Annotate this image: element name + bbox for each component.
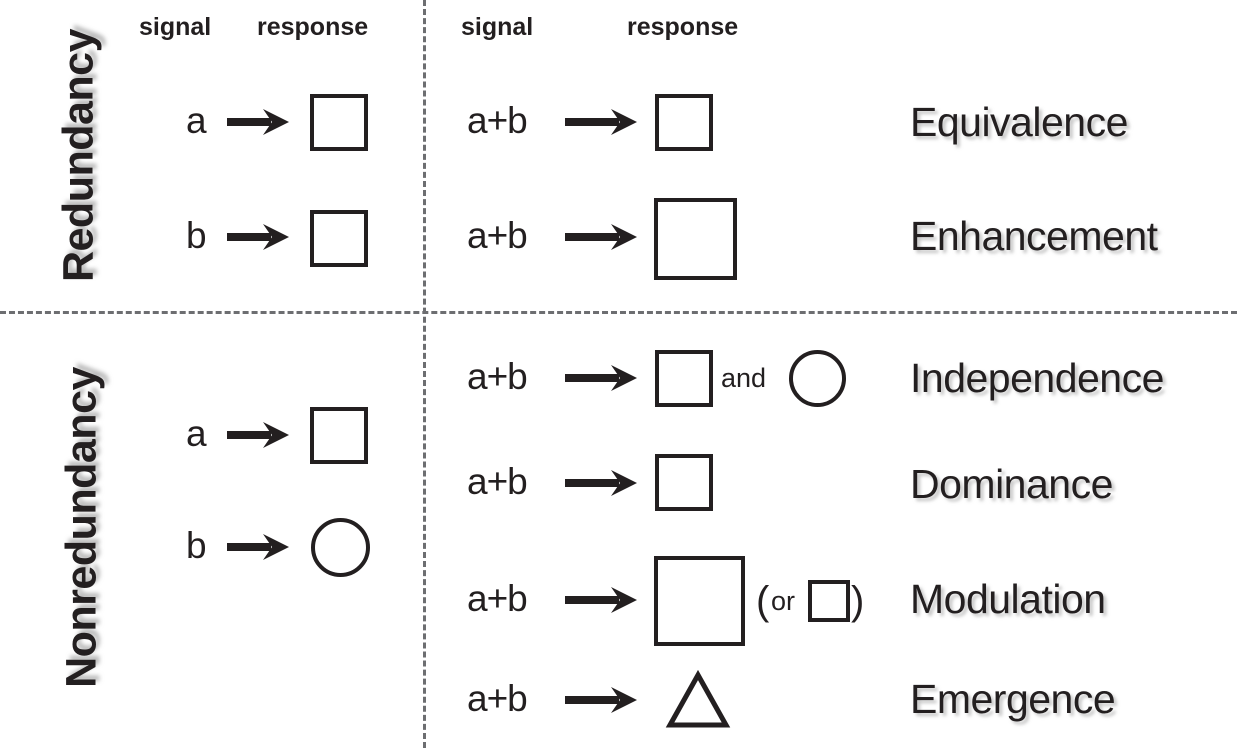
header-left-signal: signal	[139, 13, 212, 41]
response-shape-square	[310, 407, 368, 464]
signal-label: a+b	[467, 578, 528, 619]
arrow-right-icon	[227, 532, 289, 562]
outcome-label-modulation: Modulation	[910, 576, 1106, 622]
header-right-signal: signal	[461, 13, 534, 41]
section-title-nonredundancy: Nonredundancy	[57, 367, 106, 688]
response-shape-square	[655, 454, 713, 511]
outcome-label-enhancement: Enhancement	[910, 213, 1158, 259]
arrow-right-icon	[227, 107, 289, 137]
outcome-label-equivalence: Equivalence	[910, 99, 1128, 145]
section-title-redundancy: Redundancy	[54, 28, 103, 283]
response-shape-circle	[789, 350, 846, 407]
response-shape-square	[655, 350, 713, 407]
signal-label: a+b	[467, 461, 528, 502]
signal-label: a	[186, 100, 207, 141]
response-shape-square-small	[808, 580, 850, 622]
arrow-right-icon	[565, 107, 637, 137]
alt-open-paren: (	[756, 579, 770, 623]
response-shape-square	[655, 94, 713, 151]
signal-label: a+b	[467, 356, 528, 397]
arrow-right-icon	[565, 585, 637, 615]
conjunction-label: and	[721, 363, 767, 393]
signal-label: a+b	[467, 100, 528, 141]
response-shape-triangle	[665, 670, 731, 728]
alt-close-paren: )	[851, 579, 865, 623]
arrow-right-icon	[227, 222, 289, 252]
signal-label: b	[186, 525, 207, 566]
header-right-response: response	[627, 13, 739, 41]
signal-label: b	[186, 215, 207, 256]
arrow-right-icon	[565, 363, 637, 393]
signal-label: a+b	[467, 678, 528, 719]
arrow-right-icon	[565, 222, 637, 252]
arrow-right-icon	[565, 685, 637, 715]
outcome-label-independence: Independence	[910, 355, 1164, 401]
signal-label: a+b	[467, 215, 528, 256]
response-shape-square	[310, 94, 368, 151]
outcome-label-emergence: Emergence	[910, 676, 1116, 722]
alt-word-or: or	[771, 586, 796, 616]
response-shape-square-large	[654, 556, 745, 646]
response-shape-circle	[311, 518, 370, 577]
arrow-right-icon	[227, 420, 289, 450]
horizontal-divider	[0, 311, 1237, 314]
response-shape-square-large	[654, 198, 737, 280]
response-shape-square	[310, 210, 368, 267]
arrow-right-icon	[565, 468, 637, 498]
header-left-response: response	[257, 13, 369, 41]
signal-label: a	[186, 413, 207, 454]
outcome-label-dominance: Dominance	[910, 461, 1113, 507]
vertical-divider	[423, 0, 426, 748]
